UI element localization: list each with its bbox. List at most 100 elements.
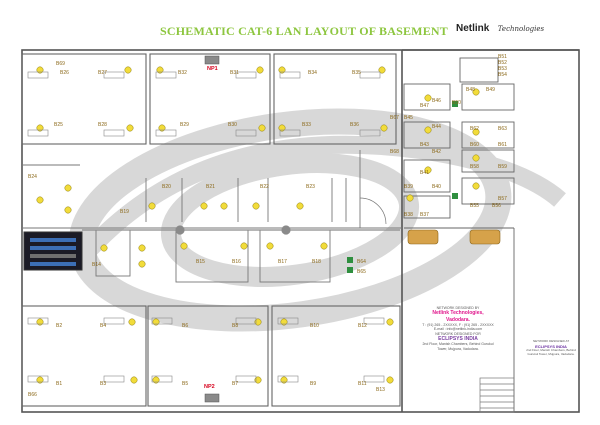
workstation-label: B41 [420,170,429,176]
workstation-label: B17 [278,259,287,265]
workstation-label: B52 [498,60,507,66]
chair-icon [100,244,108,252]
chair-icon [258,124,266,132]
door-swing [359,197,387,225]
switch-icon [347,101,458,273]
desk-icon [277,317,299,325]
desk-icon [277,375,299,383]
chair-icon [320,242,328,250]
workstation-label: B33 [302,122,311,128]
outer-walls [21,49,580,413]
workstation-label: B39 [404,184,413,190]
brand-logo: Netlink Technologies [456,18,544,36]
chair-icon [296,202,304,210]
np1-icon [204,55,220,65]
workstation-label: B5 [182,381,189,387]
workstation-label: B55 [470,203,479,209]
workstation-furniture [27,66,480,384]
network-point-label-np1: NP1 [207,66,218,72]
workstation-label: B65 [357,269,366,275]
desk-icon [279,71,301,79]
workstation-label: B26 [60,70,69,76]
chair-icon [424,94,432,102]
chair-icon [280,318,288,326]
desk-icon [155,129,177,137]
chair-icon [126,124,134,132]
desk-icon [103,375,125,383]
chair-icon [256,66,264,74]
workstation-label: B28 [98,122,107,128]
workstation-label: B56 [492,203,501,209]
workstation-label: B54 [498,72,507,78]
chair-icon [138,244,146,252]
page-title: SCHEMATIC CAT-6 LAN LAYOUT OF BASEMENT [160,24,448,38]
workstation-label: B69 [56,61,65,67]
workstation-label: B64 [357,259,366,265]
chair-icon [386,376,394,384]
chair-icon [158,124,166,132]
workstation-label: B6 [182,323,189,329]
client-name: ECLIPSYS INDIA [535,343,567,349]
workstation-label: B62 [470,126,479,132]
chair-icon [278,124,286,132]
chair-icon [252,202,260,210]
designer-contact: T : (91) 265 - 2XXXXX, F : (91) 265 - 2X… [422,322,494,327]
workstation-label: B44 [432,124,441,130]
top-rooms [21,53,397,145]
desk-icon [235,375,257,383]
workstation-label: B21 [206,184,215,190]
workstation-label: B37 [420,212,429,218]
desk-icon [27,375,49,383]
workstation-label: B36 [350,122,359,128]
workstation-label: B4 [100,323,107,329]
desk-icon [235,129,257,137]
workstation-label: B40 [432,184,441,190]
chair-icon [64,184,72,192]
workstation-label: B30 [228,122,237,128]
workstation-label: B20 [162,184,171,190]
workstation-label: B1 [56,381,63,387]
workstation-label: B2 [56,323,63,329]
chair-icon [266,242,274,250]
chair-icon [386,318,394,326]
workstation-label: B45 [404,115,413,121]
workstation-label: B51 [498,54,507,60]
staircase [479,377,515,413]
desk-icon [235,317,257,325]
chair-icon [148,202,156,210]
workstation-label: B3 [100,381,107,387]
workstation-label: B59 [498,164,507,170]
desk-icon [235,71,257,79]
chair-icon [36,66,44,74]
chair-icon [152,318,160,326]
workstation-label: B38 [404,212,413,218]
designer-company: Netlink Technologies, Vadodara. [432,310,484,323]
workstation-label: B12 [358,323,367,329]
designer-email: E-mail : info@netlink-india.com [433,327,483,332]
workstation-label: B22 [260,184,269,190]
desk-icon [27,71,49,79]
designer-client: ECLIPSYS INDIA [438,336,478,342]
desk-icon [27,317,49,325]
chair-icon [472,182,480,190]
chair-icon [130,376,138,384]
workstation-label: B43 [420,142,429,148]
cable-runs [82,225,400,235]
chair-icon [472,154,480,162]
chair-icon [278,66,286,74]
desk-icon [151,317,173,325]
chair-icon [36,376,44,384]
chair-icon [254,376,262,384]
client-address: 2nd Floor, Manish Chambers, Behind Guruk… [526,348,576,356]
workstation-label: B18 [312,259,321,265]
chair-icon [180,242,188,250]
workstation-label: B66 [28,392,37,398]
workstation-label: B50 [452,100,461,106]
network-rack [23,231,83,271]
chair-icon [36,196,44,204]
workstation-label: B53 [498,66,507,72]
chair-icon [424,126,432,134]
chair-icon [220,202,228,210]
desk-icon [151,375,173,383]
